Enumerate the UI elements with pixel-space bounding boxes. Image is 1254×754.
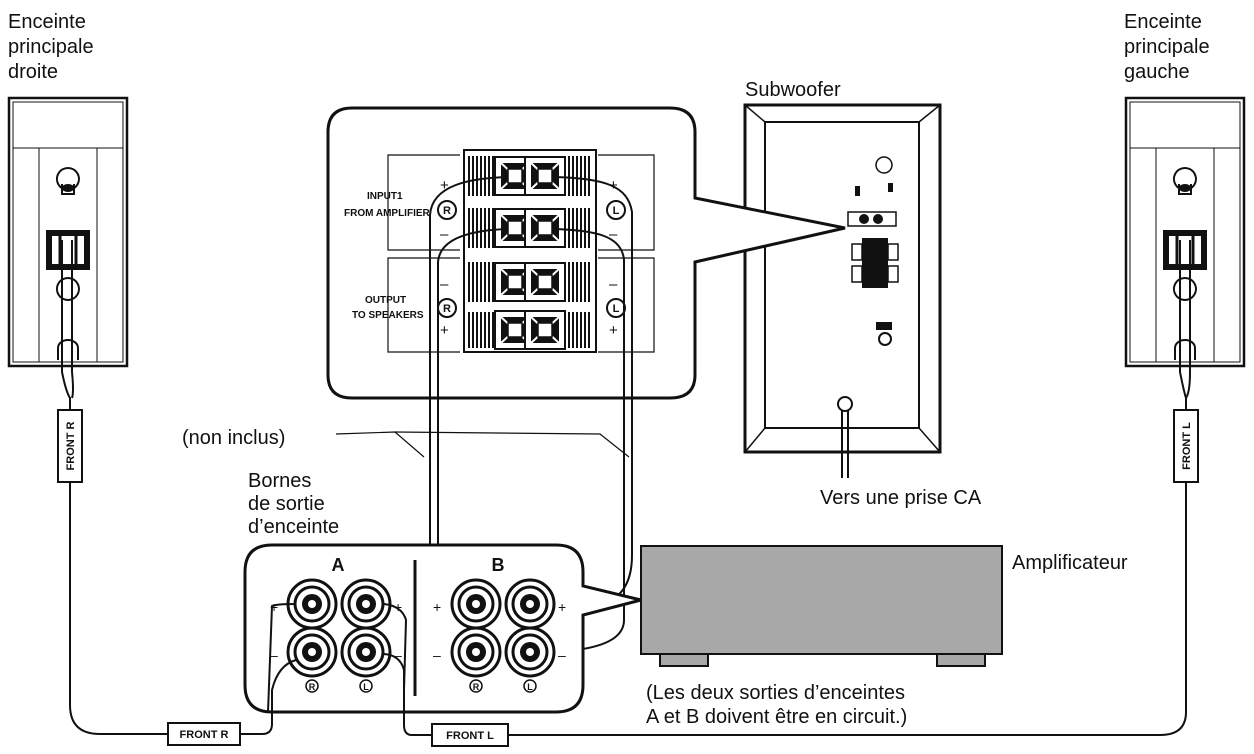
switch-icon — [888, 183, 893, 192]
svg-text:A et B doivent être en circuit: A et B doivent être en circuit.) — [646, 706, 907, 728]
svg-text:+: + — [394, 599, 402, 615]
svg-text:–: – — [609, 276, 618, 293]
svg-text:(Les deux sorties d’enceintes: (Les deux sorties d’enceintes — [646, 682, 905, 704]
b-right-minus-post — [450, 626, 502, 678]
svg-text:+: + — [609, 322, 618, 339]
svg-text:+: + — [440, 177, 449, 194]
subwoofer-label: Subwoofer — [745, 79, 841, 101]
subwoofer — [743, 103, 942, 454]
right-speaker-label: Enceinte principale droite — [8, 11, 94, 83]
group-b-label: B — [492, 555, 505, 575]
left-channel-badge: L — [613, 303, 620, 315]
svg-text:Enceinte: Enceinte — [8, 11, 86, 33]
b-left-badge: L — [527, 682, 533, 692]
svg-text:droite: droite — [8, 61, 58, 83]
right-channel-badge: R — [443, 303, 451, 315]
ac-outlet-label: Vers une prise CA — [820, 487, 982, 509]
a-left-minus-post — [340, 626, 392, 678]
a-left-plus-post — [340, 578, 392, 630]
svg-text:principale: principale — [1124, 36, 1210, 58]
ac-cord — [841, 410, 849, 478]
power-switch-icon — [878, 332, 892, 346]
svg-text:–: – — [558, 647, 566, 663]
a-right-badge: R — [309, 682, 316, 692]
b-left-minus-post — [504, 626, 556, 678]
svg-text:Enceinte: Enceinte — [1124, 11, 1202, 33]
subwoofer-terminal-block — [862, 238, 888, 288]
amplifier-label: Amplificateur — [1012, 552, 1128, 574]
svg-text:de sortie: de sortie — [248, 493, 325, 515]
svg-text:d’enceinte: d’enceinte — [248, 516, 339, 538]
output-terminals-label: Bornes de sortie d’enceinte — [248, 470, 339, 538]
amp-terminal-callout: A B + – + – + – + – R L R L — [243, 543, 642, 714]
to-speakers-label: TO SPEAKERS — [352, 310, 424, 321]
svg-text:+: + — [433, 599, 441, 615]
right-channel-badge: R — [443, 205, 451, 217]
b-right-badge: R — [473, 682, 480, 692]
svg-text:FRONT R: FRONT R — [180, 729, 229, 741]
svg-text:FRONT L: FRONT L — [446, 730, 494, 742]
svg-text:gauche: gauche — [1124, 61, 1190, 83]
volume-knob-icon — [875, 156, 893, 174]
front-r-tag-horizontal: FRONT R — [167, 722, 241, 746]
front-l-tag-vertical: FRONT L — [1173, 409, 1199, 483]
non-inclus-pointer — [335, 431, 630, 458]
b-right-plus-post — [450, 578, 502, 630]
svg-text:–: – — [433, 647, 441, 663]
svg-text:FRONT R: FRONT R — [65, 422, 77, 471]
amplifier — [640, 545, 1003, 667]
svg-text:–: – — [270, 647, 278, 663]
svg-text:–: – — [609, 226, 618, 243]
output-label: OUTPUT — [365, 295, 406, 306]
output-left-plus-clip — [524, 310, 566, 350]
svg-text:–: – — [394, 647, 402, 663]
left-channel-badge: L — [613, 205, 620, 217]
svg-text:FRONT L: FRONT L — [1181, 422, 1193, 470]
right-speaker — [7, 96, 129, 368]
left-speaker — [1124, 96, 1246, 368]
svg-text:–: – — [440, 226, 449, 243]
a-left-badge: L — [363, 682, 369, 692]
speaker-cables — [61, 240, 1191, 736]
input1-left-minus-clip — [524, 208, 566, 248]
non-inclus-label: (non inclus) — [182, 427, 285, 449]
from-amplifier-label: FROM AMPLIFIER — [344, 208, 431, 219]
a-right-minus-post — [286, 626, 338, 678]
input1-left-plus-clip — [524, 156, 566, 196]
switch-icon — [855, 186, 860, 196]
svg-text:–: – — [440, 276, 449, 293]
input1-label: INPUT1 — [367, 191, 403, 202]
output-left-minus-clip — [524, 262, 566, 302]
front-l-tag-horizontal: FRONT L — [431, 723, 509, 747]
svg-text:+: + — [440, 322, 449, 339]
front-r-tag-vertical: FRONT R — [57, 409, 83, 483]
svg-text:+: + — [558, 599, 566, 615]
svg-text:+: + — [270, 599, 278, 615]
terminal-callout: INPUT1 FROM AMPLIFIER OUTPUT TO SPEAKERS… — [326, 106, 846, 400]
svg-text:principale: principale — [8, 36, 94, 58]
svg-text:Bornes: Bornes — [248, 470, 311, 492]
left-speaker-label: Enceinte principale gauche — [1124, 11, 1210, 83]
group-a-label: A — [332, 555, 345, 575]
note-label: (Les deux sorties d’enceintes A et B doi… — [646, 682, 907, 728]
b-left-plus-post — [504, 578, 556, 630]
